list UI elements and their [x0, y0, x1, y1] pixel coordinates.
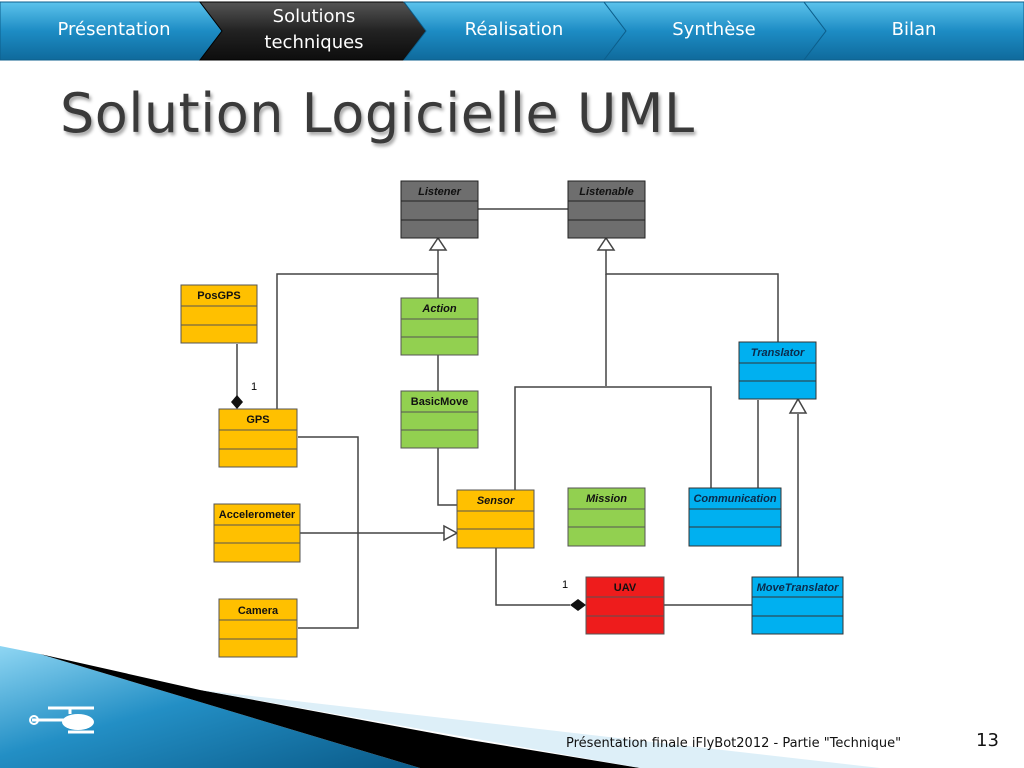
link-basicmove-sensor [437, 448, 457, 506]
composition-diamond-gps [231, 395, 243, 409]
class-listenable: Listenable [567, 180, 646, 239]
tab-bilan-label: Bilan [891, 19, 937, 40]
class-communication: Communication [688, 487, 782, 547]
class-mission-name: Mission [586, 493, 627, 505]
class-basicmove-name: BasicMove [411, 396, 468, 408]
class-accelerometer-name: Accelerometer [219, 509, 296, 521]
multiplicity-gps: 1 [251, 381, 257, 393]
class-action-name: Action [421, 303, 457, 315]
class-uav: UAV [585, 576, 665, 635]
class-listenable-name: Listenable [579, 186, 633, 198]
tab-realisation[interactable]: Réalisation [414, 0, 614, 60]
class-uav-name: UAV [614, 582, 637, 594]
class-translator-name: Translator [751, 347, 805, 359]
uml-connectors [236, 208, 799, 629]
tab-bilan[interactable]: Bilan [814, 0, 1014, 60]
multiplicity-uav: 1 [562, 579, 568, 591]
class-communication-name: Communication [693, 493, 776, 505]
tab-synthese-label: Synthèse [672, 19, 756, 40]
footer-caption: Présentation finale iFlyBot2012 - Partie… [566, 736, 902, 751]
class-camera-name: Camera [238, 605, 279, 617]
link-gps-listener [276, 273, 438, 409]
class-camera: Camera [218, 598, 298, 658]
helicopter-icon [29, 706, 94, 734]
class-sensor-name: Sensor [477, 495, 515, 507]
class-posgps-name: PosGPS [197, 290, 240, 302]
class-translator: Translator [738, 341, 817, 400]
class-listener: Listener [400, 180, 479, 239]
tab-presentation-label: Présentation [57, 19, 171, 40]
nav-background [0, 1, 1024, 61]
slide-title: Solution Logicielle UML [60, 82, 695, 145]
footer-decoration [0, 646, 880, 768]
class-mission: Mission [567, 487, 646, 547]
page-number: 13 [976, 730, 999, 751]
class-gps: GPS [218, 408, 298, 468]
footer-blue-wave [0, 646, 420, 768]
inheritance-arrow-listenable [596, 236, 616, 251]
tab-presentation[interactable]: Présentation [14, 0, 214, 60]
class-gps-name: GPS [246, 414, 269, 426]
tab-solutions-techniques-label: Solutions techniques [264, 6, 364, 53]
class-accelerometer: Accelerometer [213, 503, 301, 563]
link-sensor-uav [495, 548, 570, 606]
link-sensor-communication-bus [514, 386, 712, 490]
class-listener-name: Listener [418, 186, 462, 198]
class-basicmove: BasicMove [400, 390, 479, 449]
class-movetranslator-name: MoveTranslator [757, 582, 839, 594]
link-translator-listenable [605, 249, 779, 342]
composition-diamond-uav [570, 599, 586, 611]
class-posgps: PosGPS [180, 284, 258, 344]
navigation-bar: Présentation Solutions techniques Réalis… [0, 0, 1024, 64]
class-movetranslator: MoveTranslator [751, 576, 844, 635]
uml-markers [231, 236, 808, 611]
inheritance-arrow-listener [428, 236, 448, 251]
class-action: Action [400, 297, 479, 356]
tab-synthese[interactable]: Synthèse [614, 0, 814, 60]
inheritance-arrow-sensor [443, 524, 459, 542]
class-sensor: Sensor [456, 489, 535, 549]
inheritance-arrow-translator [788, 397, 808, 414]
tab-realisation-label: Réalisation [464, 19, 564, 40]
tab-solutions-techniques[interactable]: Solutions techniques [226, 0, 402, 60]
tab-shape-bilan [802, 1, 1024, 61]
